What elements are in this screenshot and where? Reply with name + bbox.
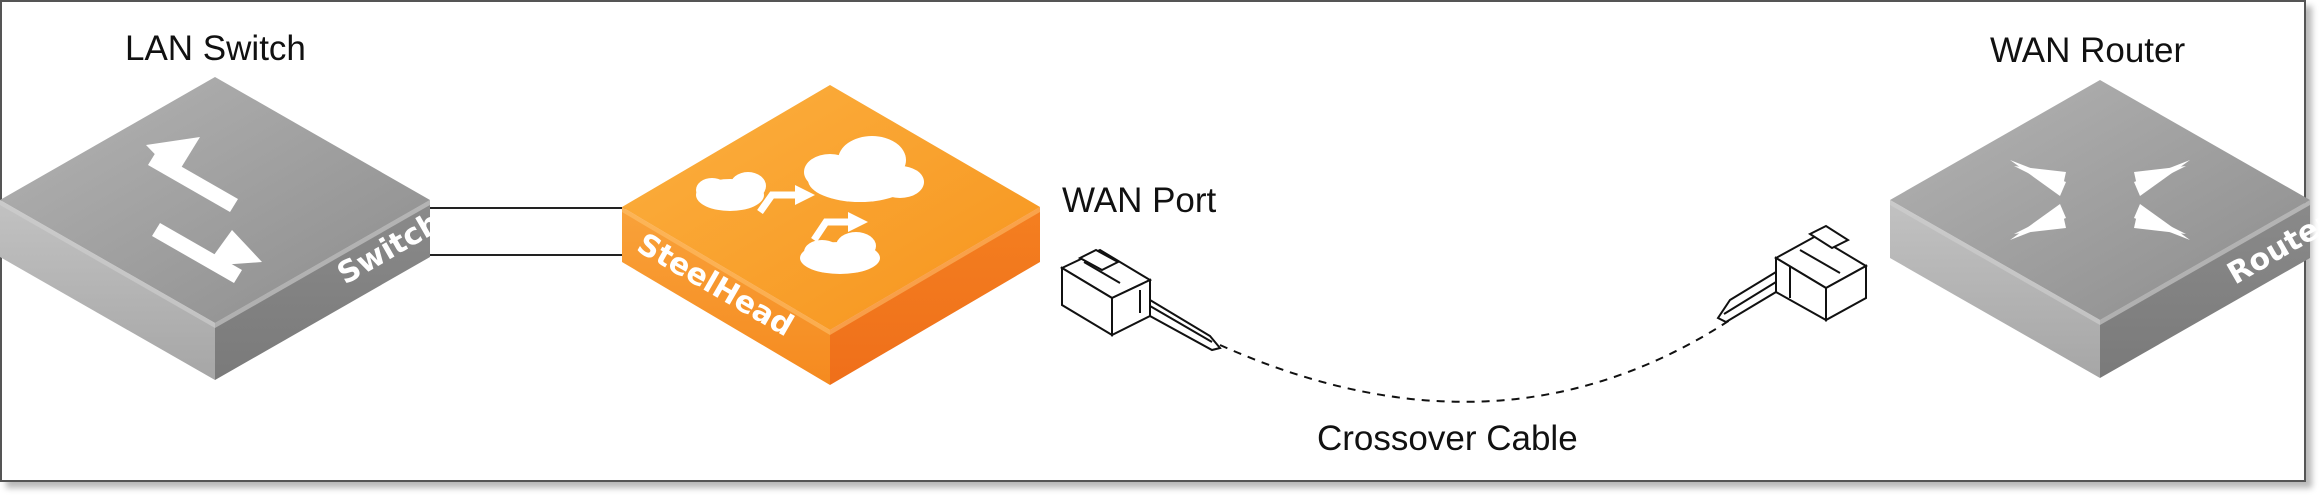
transfer-arrows-icon: [757, 191, 848, 242]
wan-port-label: WAN Port: [1062, 181, 1217, 220]
crossover-cable-label: Crossover Cable: [1317, 419, 1578, 458]
steelhead-device: SteelHead: [622, 85, 1040, 385]
lan-switch-device: Switch: [0, 77, 447, 380]
wan-router-label: WAN Router: [1990, 31, 2185, 70]
cloud-icon: [696, 136, 924, 274]
lan-switch-label: LAN Switch: [125, 29, 306, 68]
crossover-cable: [1219, 319, 1731, 403]
rj45-connector-right-icon: [1716, 224, 1869, 324]
router-arrows-icon: [2010, 160, 2190, 240]
switch-to-steelhead-link: [418, 207, 628, 256]
rj45-connector-left-icon: [1059, 248, 1222, 352]
wan-router-device: Router: [1890, 80, 2320, 378]
switch-arrows-icon: [146, 137, 262, 283]
